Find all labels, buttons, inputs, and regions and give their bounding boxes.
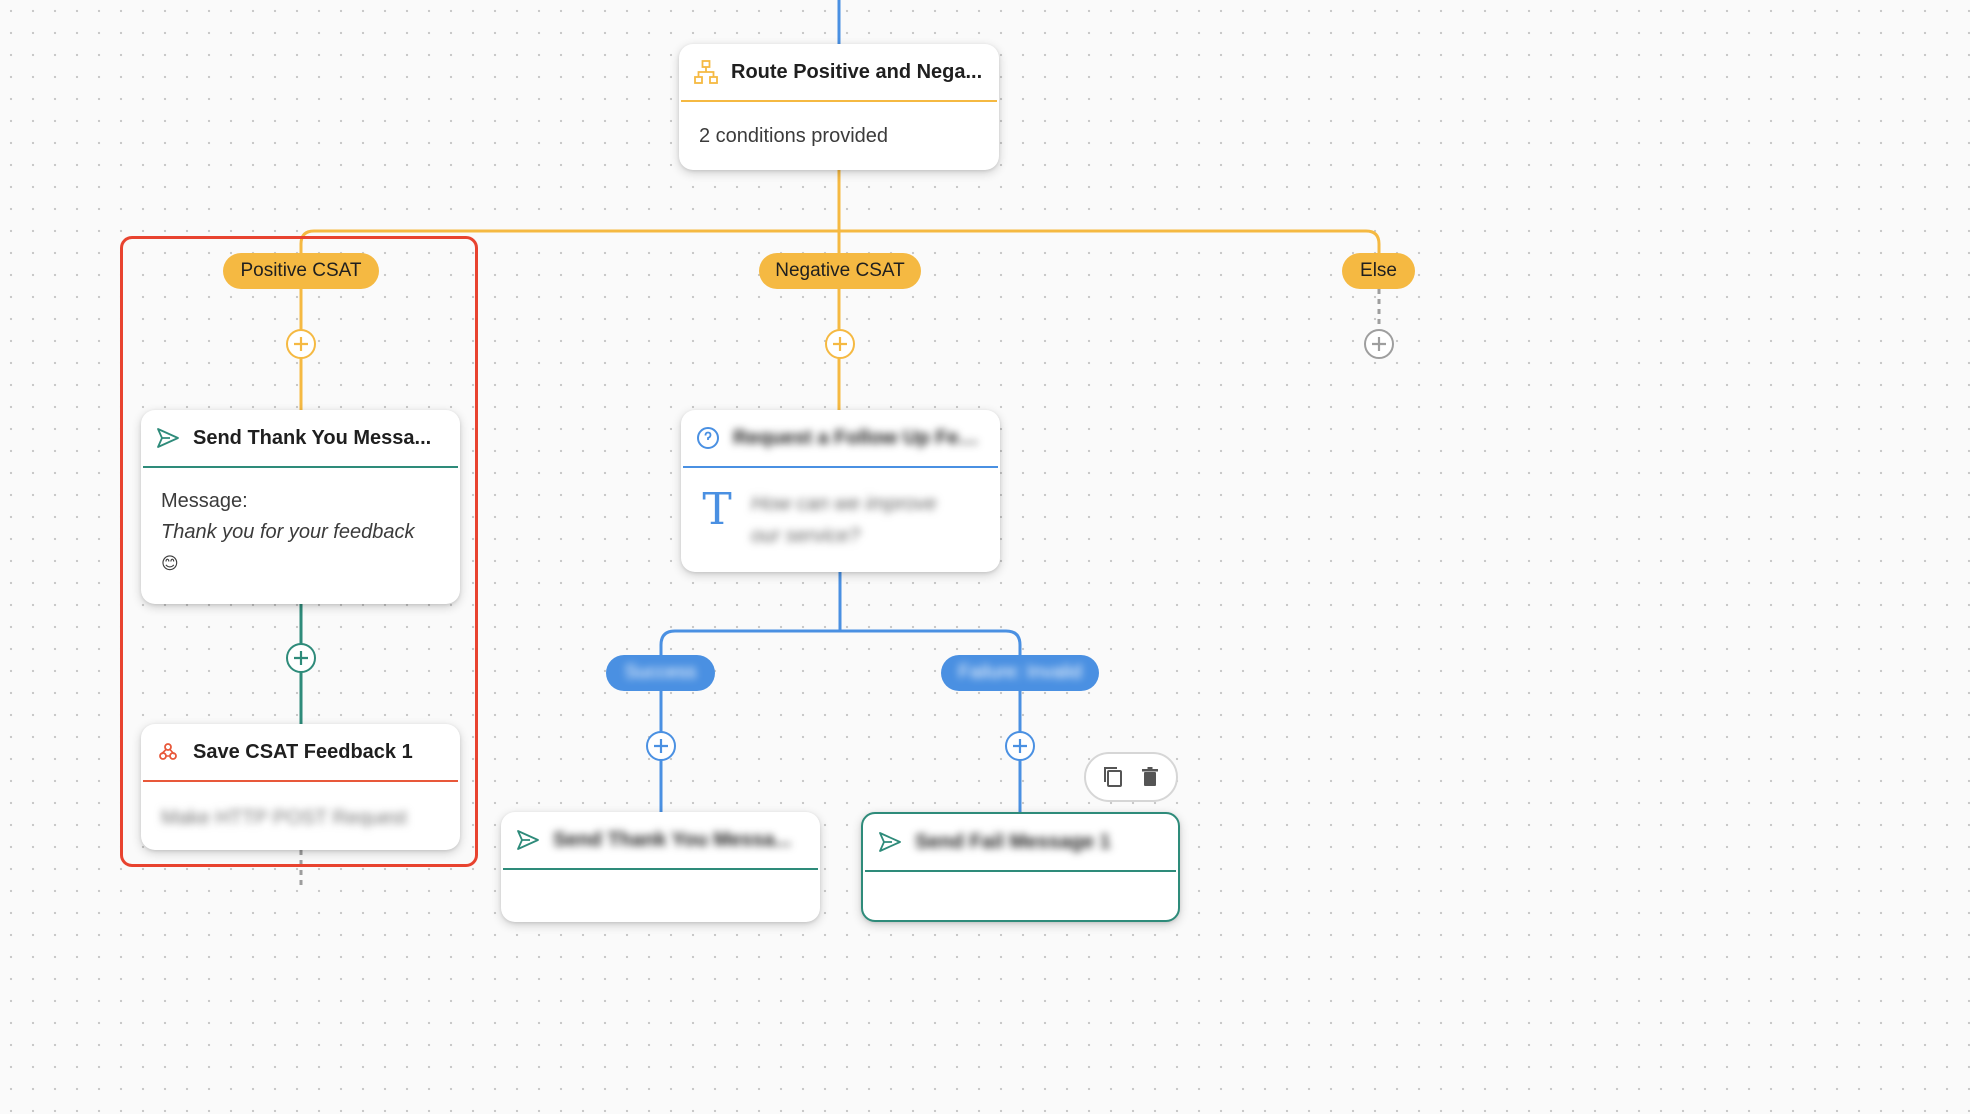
success-send-header: Send Thank You Messa...: [501, 812, 820, 868]
branch-positive-csat[interactable]: Positive CSAT: [223, 253, 379, 289]
send-icon: [155, 425, 181, 451]
plus-circle-icon: [1372, 337, 1386, 351]
branch-else[interactable]: Else: [1342, 253, 1415, 289]
message-emoji: 😊: [161, 554, 179, 573]
save-csat-feedback-body: Make HTTP POST Request: [161, 807, 408, 829]
add-step-failure-button[interactable]: [1005, 731, 1035, 761]
outcome-failure-label: Failure: Invalid: [958, 662, 1082, 683]
router-node-title: Route Positive and Nega...: [731, 60, 983, 83]
hierarchy-icon: [693, 59, 719, 85]
message-label: Message:: [161, 490, 248, 512]
router-node[interactable]: Route Positive and Nega... 2 conditions …: [679, 44, 999, 170]
followup-branch-bar: [659, 629, 1022, 655]
follow-up-feedback-header: Request a Follow Up Fee...: [681, 410, 1000, 466]
follow-up-question: How can we improve our service?: [751, 493, 937, 547]
follow-up-feedback-title: Request a Follow Up Fee...: [733, 426, 986, 449]
failure-send-header: Send Fail Message 1: [863, 814, 1178, 870]
success-send-divider: [503, 868, 818, 870]
failure-send-divider: [865, 870, 1176, 872]
copy-icon: [1103, 767, 1122, 787]
add-step-else-button[interactable]: [1364, 329, 1394, 359]
send-thank-you-header: Send Thank You Messa...: [141, 410, 460, 466]
save-csat-feedback-divider: [143, 780, 458, 782]
send-thank-you-body: Message: Thank you for your feedback 😊: [141, 468, 460, 597]
save-csat-feedback-node[interactable]: Save CSAT Feedback 1 Make HTTP POST Requ…: [141, 724, 460, 850]
plus-circle-icon: [294, 651, 308, 665]
send-icon: [877, 829, 903, 855]
failure-send-title: Send Fail Message 1: [915, 830, 1111, 853]
add-step-between-button[interactable]: [286, 643, 316, 673]
branch-negative-csat[interactable]: Negative CSAT: [759, 253, 921, 289]
add-step-negative-button[interactable]: [825, 329, 855, 359]
router-node-header: Route Positive and Nega...: [679, 44, 999, 100]
plus-circle-icon: [294, 337, 308, 351]
send-thank-you-divider: [143, 466, 458, 468]
message-text: Thank you for your feedback: [161, 521, 415, 543]
plus-circle-icon: [833, 337, 847, 351]
follow-up-feedback-divider: [683, 466, 998, 468]
copy-node-button[interactable]: [1097, 761, 1129, 793]
plus-circle-icon: [1013, 739, 1027, 753]
follow-up-feedback-body: T How can we improve our service?: [681, 468, 1000, 572]
save-csat-feedback-header: Save CSAT Feedback 1: [141, 724, 460, 780]
send-icon: [515, 827, 541, 853]
question-icon: [695, 425, 721, 451]
follow-up-feedback-node[interactable]: Request a Follow Up Fee... T How can we …: [681, 410, 1000, 572]
success-send-title: Send Thank You Messa...: [553, 828, 792, 851]
outcome-failure[interactable]: Failure: Invalid: [941, 655, 1099, 691]
router-node-divider: [681, 100, 997, 102]
plus-circle-icon: [654, 739, 668, 753]
success-send-node[interactable]: Send Thank You Messa...: [501, 812, 820, 922]
router-node-body: 2 conditions provided: [699, 125, 889, 147]
send-thank-you-node[interactable]: Send Thank You Messa... Message: Thank y…: [141, 410, 460, 604]
outcome-success[interactable]: Success: [606, 655, 715, 691]
selection-highlight: [120, 236, 478, 867]
trash-icon: [1141, 767, 1158, 786]
webhook-icon: [155, 739, 181, 765]
text-icon: T: [702, 484, 732, 535]
failure-send-node[interactable]: Send Fail Message 1: [861, 812, 1180, 922]
delete-node-button[interactable]: [1134, 761, 1166, 793]
node-toolbar: [1084, 752, 1178, 802]
outcome-success-label: Success: [624, 662, 697, 683]
add-step-success-button[interactable]: [646, 731, 676, 761]
add-step-positive-button[interactable]: [286, 329, 316, 359]
